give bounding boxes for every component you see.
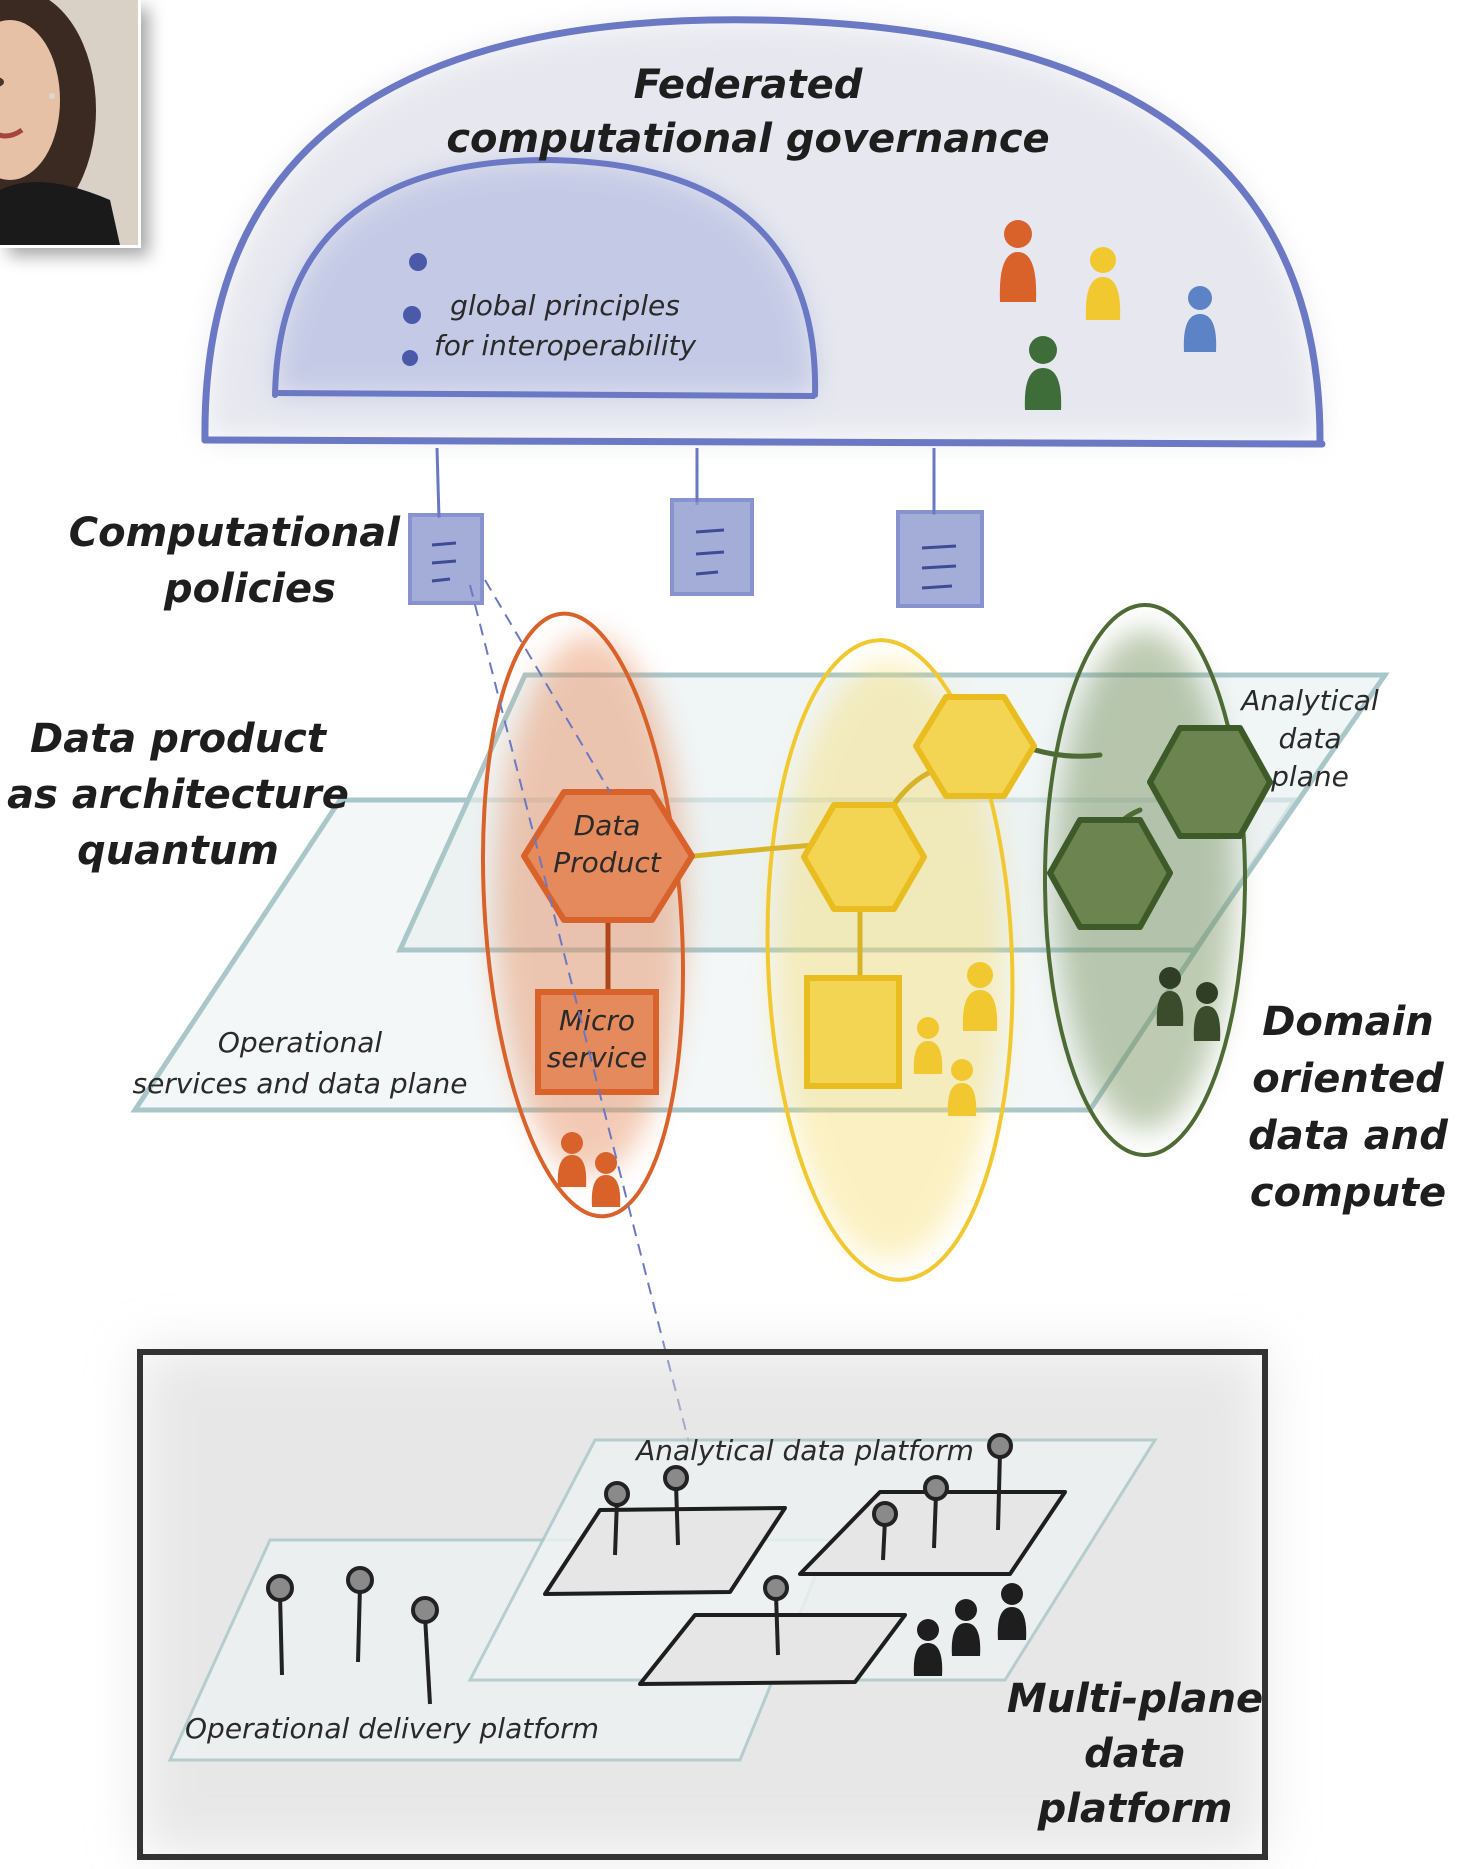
microservice-box [535,989,659,1095]
pin-icon [346,1566,374,1663]
person-icon [1183,286,1217,352]
data-product-line2: Product [553,846,661,879]
pin-icon [266,1574,294,1676]
person-icon [1024,336,1062,410]
pin-icon [411,1596,439,1705]
author-photo [0,0,141,248]
platform-title-line3: platform [1037,1786,1233,1832]
governance-inner-line1: global principles [450,289,680,322]
person-icon [913,1017,943,1074]
pin-icon [923,1475,949,1549]
platform-title-line1: Multi-plane [1007,1676,1263,1722]
data-product-quantum-line1: Data product [30,716,328,762]
governance-inner-dome [272,156,819,399]
person-icon [557,1132,587,1187]
data-product-hexagon [521,789,695,923]
bullet-dots [402,253,427,366]
pin-icon [872,1501,898,1561]
data-product-line1: Data [574,809,641,842]
person-icon [913,1619,943,1676]
operational-plane-line1: Operational [218,1026,383,1059]
data-product-quantum-line3: quantum [77,828,279,874]
person-icon [997,1583,1027,1640]
governance-title-line1: Federated [634,62,863,108]
person-icon [999,220,1037,302]
pin-icon [604,1481,630,1556]
domain-label-line2: oriented [1252,1056,1444,1102]
operational-plane-line2: services and data plane [132,1067,467,1100]
hexagons [521,694,1273,930]
green-hexagon-2 [1047,817,1173,930]
pin-icon [663,1465,689,1546]
data-product-quantum-line2: as architecture [7,772,349,818]
green-hexagon-1 [1147,725,1273,839]
governance-title-line2: computational governance [446,116,1049,162]
governance-people [999,220,1217,410]
analytical-plane-line1: Analytical [1239,684,1379,717]
domain-label-line1: Domain [1262,999,1434,1045]
person-icon [962,962,998,1031]
platform-title-line2: data [1084,1731,1186,1777]
policy-connectors [435,447,936,519]
analytical-plane-line2: data [1278,722,1341,755]
person-icon [1156,967,1184,1026]
policies-label-line2: policies [163,566,336,612]
portrait-image [0,0,138,245]
pin-icon [763,1575,789,1656]
person-icon [1193,982,1221,1041]
microservice-line2: service [547,1041,647,1074]
policies-label-line1: Computational [69,510,402,556]
platform-people [913,1583,1027,1676]
yellow-service-box [804,975,902,1089]
domain-label-line3: data and [1248,1113,1448,1159]
yellow-hexagon-2 [913,694,1037,799]
yellow-hexagon-1 [801,802,927,912]
document-icon [670,498,754,596]
governance-inner-line2: for interoperability [434,329,697,362]
policy-documents [408,498,984,608]
domain-people [557,962,1221,1207]
platform-pins [266,1433,1013,1705]
document-icon [896,510,984,608]
analytical-platform-label: Analytical data platform [634,1434,974,1467]
pin-icon [987,1433,1013,1531]
domain-label-line4: compute [1250,1170,1446,1216]
person-icon [591,1152,621,1207]
analytical-plane-line3: plane [1270,760,1349,793]
person-icon [951,1599,981,1656]
person-icon [947,1059,977,1116]
microservice-line1: Micro [559,1004,635,1037]
dashed-projection [469,579,693,1456]
operational-platform-label: Operational delivery platform [185,1712,599,1745]
person-icon [1085,247,1121,320]
document-icon [408,513,484,605]
